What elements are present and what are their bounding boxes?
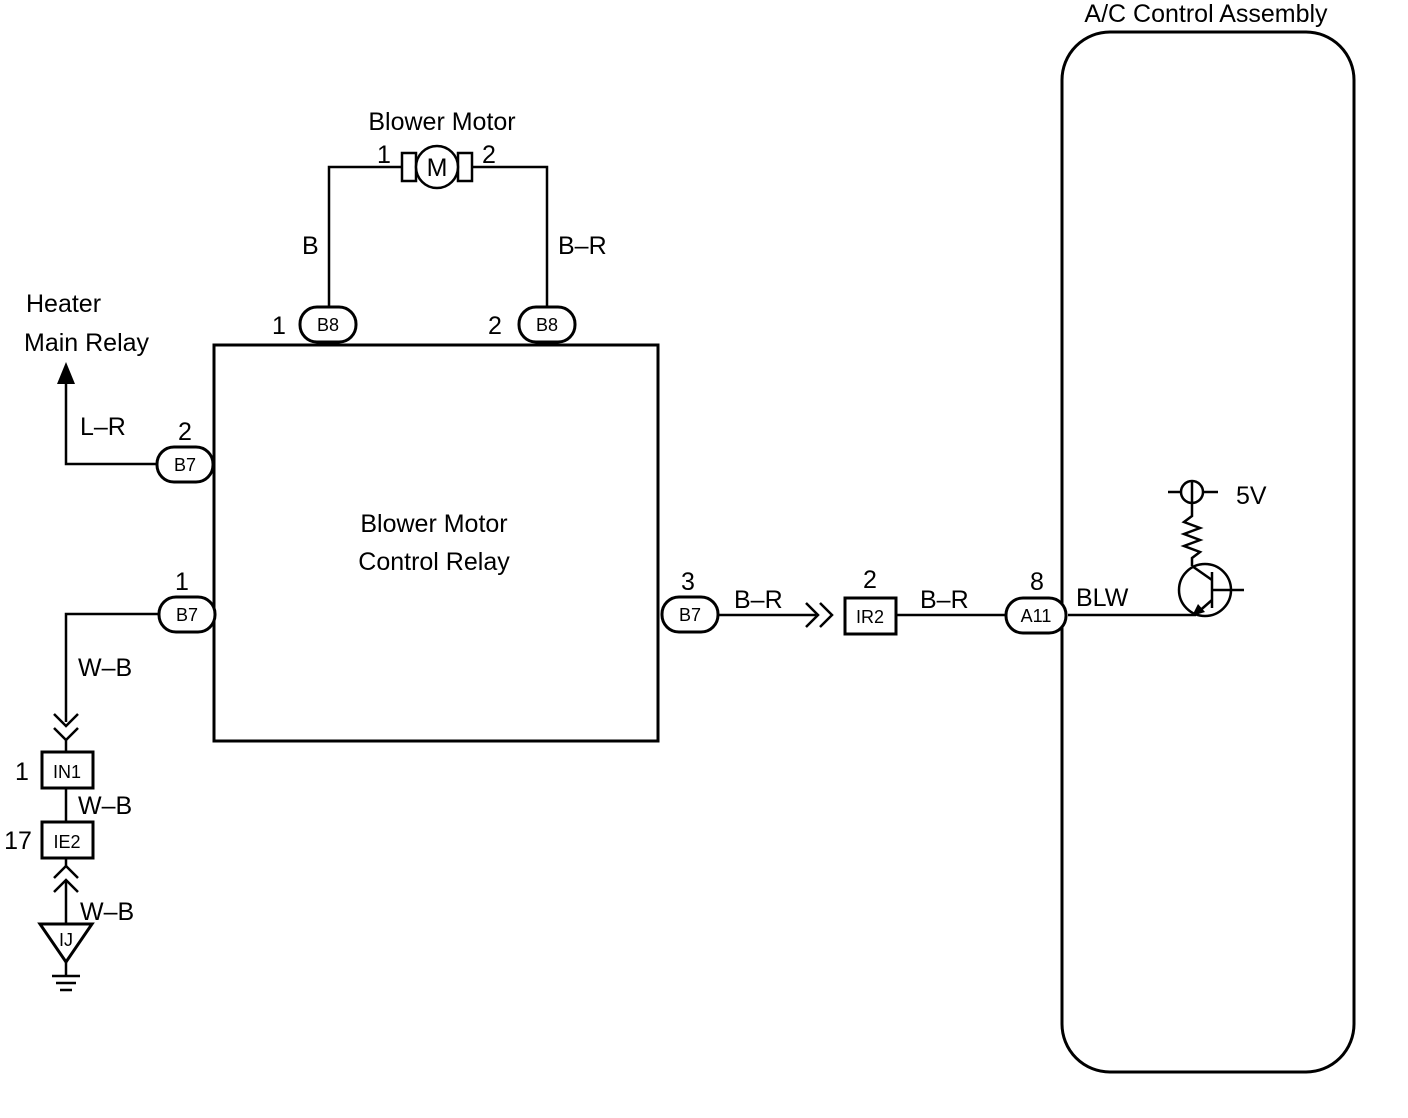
ground-wire-3-label: W–B — [80, 898, 134, 926]
connector-ie2-id: IE2 — [53, 832, 80, 852]
relay-to-ir2-wire-label: B–R — [734, 586, 783, 614]
motor-symbol-letter: M — [427, 154, 448, 182]
connector-b8-pin2-id: B8 — [536, 315, 558, 335]
ground-wire-3-connector-mark-a — [53, 864, 79, 879]
relay-title-line1: Blower Motor — [360, 510, 507, 538]
motor-left-wire-label: B — [302, 232, 319, 260]
ground-wire-1 — [64, 612, 159, 722]
relay-title-line2: Control Relay — [358, 548, 510, 576]
voltage-source-symbol — [1168, 479, 1218, 505]
heater-relay-wire — [64, 384, 157, 466]
connector-b7-pin2 — [155, 445, 215, 484]
connector-b7-pin3-number: 3 — [681, 568, 695, 596]
connector-ie2-number: 17 — [4, 827, 32, 855]
connector-ie2 — [40, 820, 95, 860]
connector-b8-pin1 — [298, 305, 358, 344]
connector-b8-pin1-id: B8 — [317, 315, 339, 335]
connector-a11-number: 8 — [1030, 568, 1044, 596]
blower-motor-title: Blower Motor — [368, 108, 515, 136]
ground-wire-1-label: W–B — [78, 654, 132, 682]
blower-motor-symbol: M — [400, 144, 474, 190]
connector-ir2-number: 2 — [863, 566, 877, 594]
connector-b7-pin2-number: 2 — [178, 418, 192, 446]
connector-a11 — [1004, 596, 1068, 635]
motor-pin-2: 2 — [482, 141, 496, 169]
voltage-label: 5V — [1236, 482, 1267, 510]
ground-wire-1-connector-mark-b — [53, 727, 79, 742]
connector-a11-id: A11 — [1021, 606, 1052, 626]
connector-b8-pin2 — [517, 305, 577, 344]
connector-in1-number: 1 — [15, 758, 29, 786]
ground-wire-2-label: W–B — [78, 792, 132, 820]
resistor-symbol — [1180, 503, 1204, 566]
connector-in1 — [40, 750, 95, 790]
heater-main-relay-arrow — [57, 362, 75, 384]
ground-point-ij-id: IJ — [59, 930, 73, 950]
connector-b8-pin1-number: 1 — [272, 312, 286, 340]
ir2-to-a11-wire-label: B–R — [920, 586, 969, 614]
connector-b8-pin2-number: 2 — [488, 312, 502, 340]
heater-relay-wire-label: L–R — [80, 413, 126, 441]
transistor-symbol — [1177, 562, 1244, 618]
ir2-connector-mark-a — [805, 602, 820, 628]
connector-b7-pin2-id: B7 — [174, 455, 196, 475]
connector-b7-pin1-id: B7 — [176, 605, 198, 625]
ground-point-ij — [37, 922, 95, 965]
ir2-connector-mark-b — [819, 602, 834, 628]
ground-symbol — [52, 962, 80, 992]
blw-wire-label: BLW — [1076, 584, 1129, 612]
ac-control-assembly-box — [1060, 30, 1356, 1074]
motor-right-wire — [472, 165, 549, 312]
motor-left-wire — [327, 165, 402, 312]
connector-ir2-id: IR2 — [856, 607, 884, 627]
heater-main-relay-label-line2: Main Relay — [24, 329, 150, 357]
connector-b7-pin1-number: 1 — [175, 568, 189, 596]
ac-control-assembly-title: A/C Control Assembly — [1084, 0, 1328, 28]
blower-motor-control-relay-box — [212, 343, 660, 743]
motor-right-wire-label: B–R — [558, 232, 607, 260]
heater-main-relay-label-line1: Heater — [26, 290, 101, 318]
connector-b7-pin3-id: B7 — [679, 605, 701, 625]
ground-wire-1-connector-mark-a — [53, 713, 79, 728]
connector-in1-id: IN1 — [53, 762, 81, 782]
motor-pin-1: 1 — [377, 141, 391, 169]
